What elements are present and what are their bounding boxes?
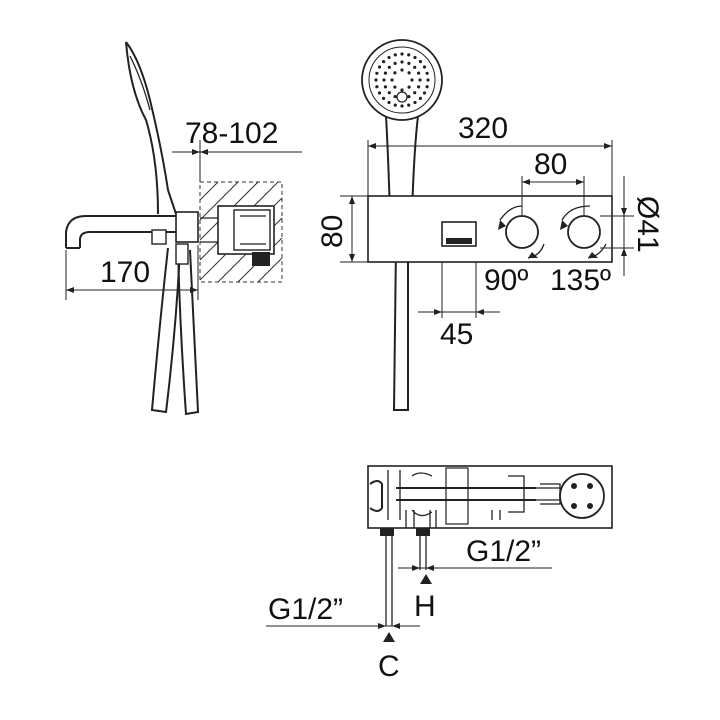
dim-thread-hot <box>398 565 552 571</box>
side-faceplate <box>175 211 199 243</box>
nozzle-dot <box>407 53 411 57</box>
plan-cartridge <box>559 473 605 519</box>
diverter-button-shade <box>446 238 472 244</box>
nozzle-dot <box>413 65 417 69</box>
nozzle-dot <box>382 60 386 64</box>
nozzle-dot <box>400 104 404 108</box>
plan-cartridge-dot <box>571 503 577 509</box>
nozzle-dot <box>407 71 411 75</box>
dim-wall-depth <box>172 140 302 182</box>
dim-handle-diameter <box>600 176 634 276</box>
spout <box>65 215 176 249</box>
dim-offset <box>418 262 500 318</box>
nozzle-dot <box>387 65 391 69</box>
cold-arrow-icon <box>383 632 395 642</box>
nozzle-dot <box>422 65 427 69</box>
dim-spout-length <box>65 245 199 300</box>
nozzle-dot <box>400 88 404 92</box>
nozzle-dot <box>407 103 411 107</box>
nozzle-dot <box>387 100 391 105</box>
dim-height-label: 80 <box>316 215 349 248</box>
inlet-hot <box>416 528 430 536</box>
nozzle-dot <box>382 78 386 82</box>
nozzle-dot <box>390 78 394 82</box>
cold-label: C <box>378 650 400 683</box>
plan-left-arc <box>369 480 383 512</box>
nozzle-dot <box>410 78 414 82</box>
nozzle-dot <box>382 96 386 100</box>
dim-width <box>367 140 613 196</box>
hose-connector <box>175 243 189 265</box>
plan-cartridge-dot <box>587 483 593 489</box>
angle-right-label: 135º <box>550 264 611 297</box>
plan-cartridge-dot <box>587 503 593 509</box>
nozzle-dot <box>393 53 397 57</box>
nozzle-dot <box>413 55 417 60</box>
hand-shower-side <box>125 41 177 215</box>
dim-handle-diameter-label: Ø41 <box>631 196 664 253</box>
nozzle-dot <box>393 71 397 75</box>
nozzle-dot <box>425 71 429 75</box>
nozzle-dot <box>393 103 397 107</box>
dim-spout-label: 170 <box>100 256 150 289</box>
nozzle-dot <box>417 85 421 89</box>
nozzle-dot <box>400 68 404 72</box>
nozzle-dot <box>426 78 430 82</box>
nozzle-dot <box>377 91 382 95</box>
nozzle-dot <box>383 85 387 89</box>
front-view: 320 80 80 Ø41 <box>316 39 664 411</box>
shower-head <box>361 39 443 121</box>
hot-label: H <box>414 590 436 623</box>
hand-shower-face <box>129 55 151 111</box>
nozzle-dot <box>418 60 422 64</box>
nozzle-dot <box>400 52 404 56</box>
handle-left <box>498 205 545 259</box>
thread-cold-label: G1/2” <box>268 593 343 626</box>
nozzle-dot <box>413 100 417 105</box>
nozzle-dot <box>383 71 387 75</box>
concealed-valve-body <box>200 205 275 266</box>
dim-handle-spacing <box>521 176 585 216</box>
nozzle-dot <box>407 61 411 65</box>
dim-wall-label: 78-102 <box>185 117 278 150</box>
nozzle-dot <box>417 71 421 75</box>
diverter-knob <box>151 229 167 245</box>
side-view: 78-102 170 <box>65 41 302 416</box>
handle-right <box>560 205 607 259</box>
nozzle-dot <box>393 61 397 65</box>
nozzle-dot <box>387 55 391 60</box>
shower-hose-2 <box>177 249 200 416</box>
front-hose <box>392 245 409 411</box>
angle-left-label: 90º <box>484 264 528 297</box>
shower-hose <box>150 247 181 414</box>
dim-height <box>340 195 368 263</box>
nozzle-dot <box>422 91 427 95</box>
nozzle-dot <box>387 91 391 95</box>
nozzle-dot <box>400 60 404 64</box>
dim-thread-cold <box>266 623 420 629</box>
plan-view: G1/2” G1/2” H C <box>266 465 613 683</box>
nozzle-dot <box>407 85 411 89</box>
nozzle-dot <box>425 85 429 89</box>
dim-offset-label: 45 <box>440 318 473 351</box>
nozzle-dot <box>375 71 379 75</box>
nozzle-dot <box>407 95 411 99</box>
nozzle-dot <box>413 91 417 95</box>
nozzle-dot <box>393 85 397 89</box>
hot-arrow-icon <box>420 574 432 584</box>
nozzle-dot <box>377 65 382 69</box>
shower-nozzles <box>374 52 430 108</box>
dim-handle-spacing-label: 80 <box>534 148 567 181</box>
nozzle-dot <box>374 78 378 82</box>
nozzle-dot <box>375 85 379 89</box>
dim-width-label: 320 <box>458 112 508 145</box>
plan-cartridge-dot <box>571 483 577 489</box>
nozzle-dot <box>418 96 422 100</box>
thread-hot-label: G1/2” <box>466 535 541 568</box>
inlet-cold <box>380 528 394 536</box>
nozzle-dot <box>418 78 422 82</box>
nozzle-dot <box>393 95 397 99</box>
